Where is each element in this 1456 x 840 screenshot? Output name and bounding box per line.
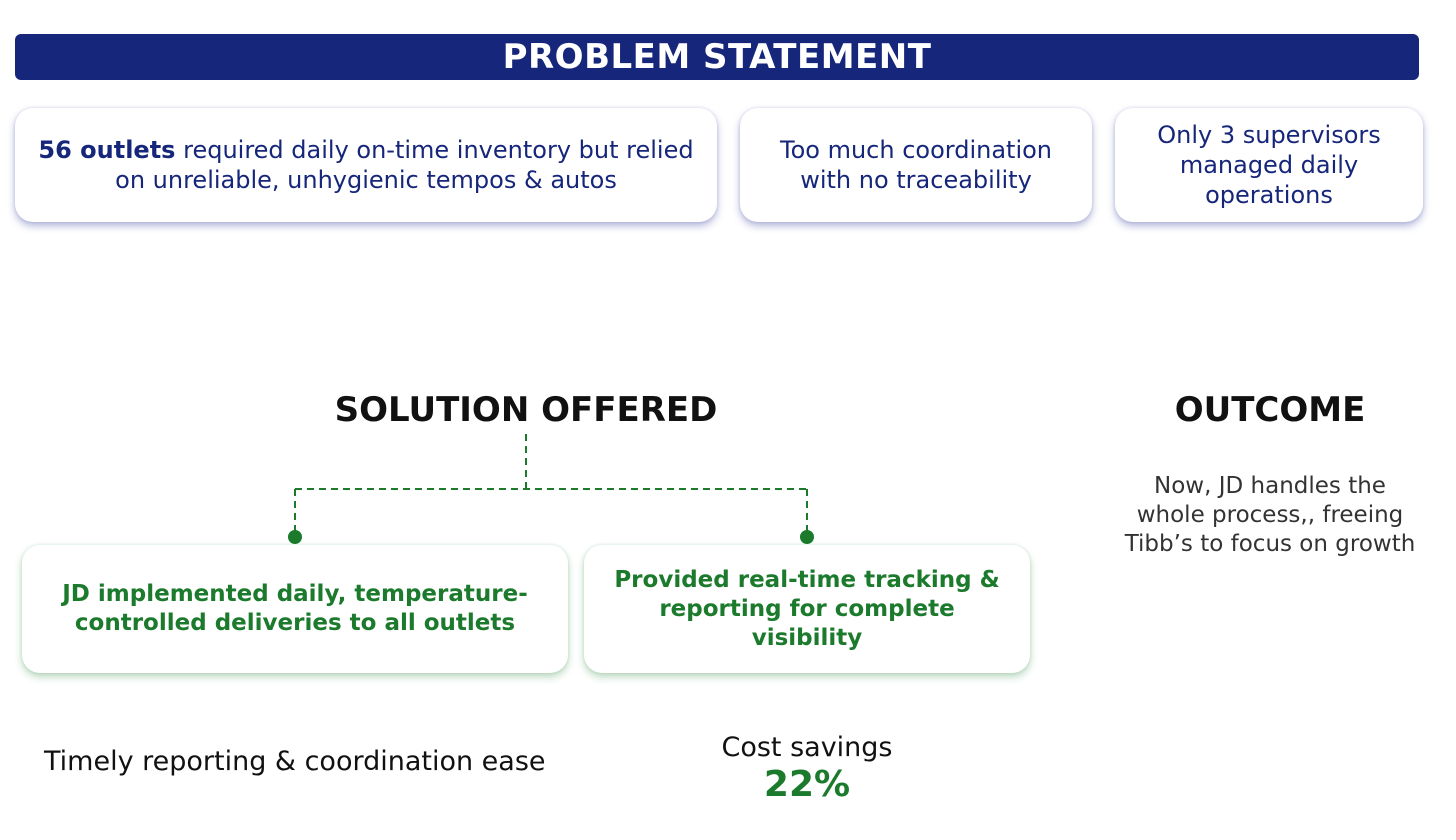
outcome-description: Now, JD handles the whole process,, free… xyxy=(1124,473,1416,557)
connector-right-dot xyxy=(800,530,814,544)
problem-card-outlets: 56 outlets required daily on-time invent… xyxy=(15,108,717,222)
connector-left-dot xyxy=(288,530,302,544)
outlets-count: 56 outlets xyxy=(38,136,176,164)
outcome-heading: OUTCOME xyxy=(1174,390,1366,430)
cost-savings-value: 22% xyxy=(763,764,851,805)
solution-text-deliveries: JD implemented daily, temperature-contro… xyxy=(62,581,528,636)
banner-title: PROBLEM STATEMENT xyxy=(502,37,932,77)
solution-card-deliveries: JD implemented daily, temperature-contro… xyxy=(22,545,568,673)
problem-card-coordination: Too much coordination with no traceabili… xyxy=(740,108,1092,222)
cost-savings-label: Cost savings xyxy=(721,732,893,763)
metric-cost-savings: Cost savings 22% xyxy=(707,732,907,806)
solution-heading: SOLUTION OFFERED xyxy=(334,390,718,430)
metric-reporting: Timely reporting & coordination ease xyxy=(44,746,546,777)
problem-card-supervisors: Only 3 supervisors managed daily operati… xyxy=(1115,108,1423,222)
problem-statement-banner: PROBLEM STATEMENT xyxy=(15,34,1419,80)
solution-text-tracking: Provided real-time tracking & reporting … xyxy=(614,566,1000,651)
problem-text-supervisors: Only 3 supervisors managed daily operati… xyxy=(1157,121,1381,209)
solution-card-tracking: Provided real-time tracking & reporting … xyxy=(584,545,1030,673)
problem-text-coordination: Too much coordination with no traceabili… xyxy=(780,136,1053,194)
problem-text-outlets: 56 outlets required daily on-time invent… xyxy=(38,136,694,194)
